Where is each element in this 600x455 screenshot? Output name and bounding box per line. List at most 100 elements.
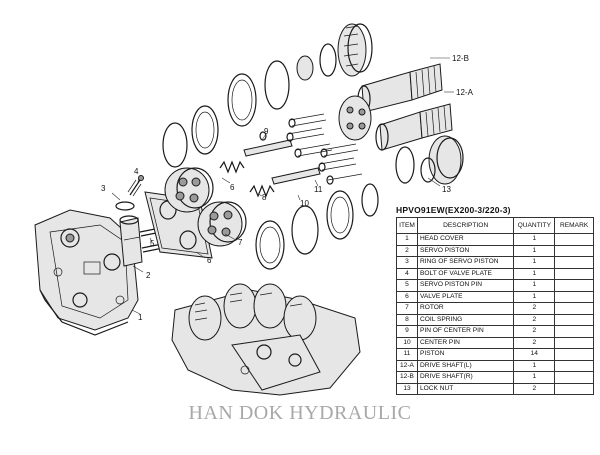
callout-5: 5 xyxy=(150,239,155,248)
cell-remark xyxy=(554,267,594,280)
callout-6-valve-plate: 6 xyxy=(207,256,212,265)
cell-remark xyxy=(554,336,594,349)
cell-quantity: 1 xyxy=(513,371,556,384)
cell-remark xyxy=(554,359,594,372)
cell-item: 2 xyxy=(396,244,418,257)
cell-item: 5 xyxy=(396,279,418,292)
cell-quantity: 1 xyxy=(513,267,556,280)
callout-6-upper: 6 xyxy=(230,183,235,192)
rotor-lower xyxy=(197,201,247,247)
bearing-rings-lower xyxy=(255,183,379,270)
cell-remark xyxy=(554,313,594,326)
callout-1: 1 xyxy=(138,313,143,322)
cell-description: VALVE PLATE xyxy=(416,290,515,303)
cell-quantity: 1 xyxy=(513,290,556,303)
header-remark: REMARK xyxy=(554,217,594,234)
cell-item: 7 xyxy=(396,302,418,315)
callout-13: 13 xyxy=(442,185,451,194)
callout-labels: 1 2 3 4 5 6 7 6 9 8 10 11 12-B 12-A 13 xyxy=(101,54,474,322)
callout-12-a: 12-A xyxy=(456,88,474,97)
callout-10: 10 xyxy=(300,199,309,208)
cell-quantity: 2 xyxy=(513,302,556,315)
cell-item: 12-B xyxy=(396,371,418,384)
cell-quantity: 2 xyxy=(513,325,556,338)
cell-description: SERVO PISTON PIN xyxy=(416,279,515,292)
cell-quantity: 1 xyxy=(513,244,556,257)
head-cover xyxy=(34,209,139,336)
cell-item: 8 xyxy=(396,313,418,326)
rotor-upper xyxy=(164,167,214,213)
brand-watermark: HAN DOK HYDRAULIC xyxy=(188,402,412,424)
cell-item: 4 xyxy=(396,267,418,280)
cell-remark xyxy=(554,348,594,361)
drive-shaft-right xyxy=(337,23,443,113)
cell-quantity: 2 xyxy=(513,336,556,349)
cell-description: HEAD COVER xyxy=(416,233,515,246)
cell-description: DRIVE SHAFT(R) xyxy=(416,371,515,384)
callout-11: 11 xyxy=(314,185,323,194)
callout-2: 2 xyxy=(146,271,151,280)
callout-9: 9 xyxy=(264,127,269,136)
cell-remark xyxy=(554,325,594,338)
cell-item: 10 xyxy=(396,336,418,349)
header-item: ITEM xyxy=(396,217,418,234)
coil-spring-upper xyxy=(219,160,245,174)
cell-item: 12-A xyxy=(396,359,418,372)
cell-remark xyxy=(554,290,594,303)
drive-shaft-left xyxy=(338,95,464,185)
assembled-pump xyxy=(171,283,361,396)
cell-item: 6 xyxy=(396,290,418,303)
cell-description: CENTER PIN xyxy=(416,336,515,349)
cell-remark xyxy=(554,279,594,292)
table-title: HPVO91EW(EX200-3/220-3) xyxy=(396,205,511,215)
cell-quantity: 2 xyxy=(513,382,556,395)
cell-quantity: 1 xyxy=(513,279,556,292)
cell-item: 1 xyxy=(396,233,418,246)
callout-3: 3 xyxy=(101,184,106,193)
header-description: DESCRIPTION xyxy=(416,217,515,234)
cell-description: PIN OF CENTER PIN xyxy=(416,325,515,338)
bearing-rings-upper xyxy=(162,43,337,168)
pistons xyxy=(286,113,363,185)
cell-remark xyxy=(554,244,594,257)
coil-spring-lower xyxy=(249,184,275,198)
cell-item: 3 xyxy=(396,256,418,269)
cell-remark xyxy=(554,371,594,384)
cell-description: PISTON xyxy=(416,348,515,361)
cell-quantity: 1 xyxy=(513,233,556,246)
cell-item: 9 xyxy=(396,325,418,338)
cell-item: 13 xyxy=(396,382,418,395)
cell-quantity: 2 xyxy=(513,313,556,326)
cell-item: 11 xyxy=(396,348,418,361)
cell-quantity: 1 xyxy=(513,359,556,372)
cell-remark xyxy=(554,256,594,269)
cell-description: SERVO PISTON xyxy=(416,244,515,257)
callout-12-b: 12-B xyxy=(452,54,469,63)
parts-table: HPVO91EW(EX200-3/220-3) ITEM DESCRIPTION… xyxy=(396,205,594,395)
cell-quantity: 14 xyxy=(513,348,556,361)
cell-remark xyxy=(554,302,594,315)
cell-description: RING OF SERVO PISTON xyxy=(416,256,515,269)
servo-piston-ring xyxy=(115,201,135,211)
valve-plate-bolt xyxy=(127,175,144,197)
cell-description: LOCK NUT xyxy=(416,382,515,395)
cell-description: COIL SPRING xyxy=(416,313,515,326)
leader-lines xyxy=(111,57,454,315)
cell-description: BOLT OF VALVE PLATE xyxy=(416,267,515,280)
center-pins xyxy=(243,131,321,185)
callout-4: 4 xyxy=(134,167,139,176)
